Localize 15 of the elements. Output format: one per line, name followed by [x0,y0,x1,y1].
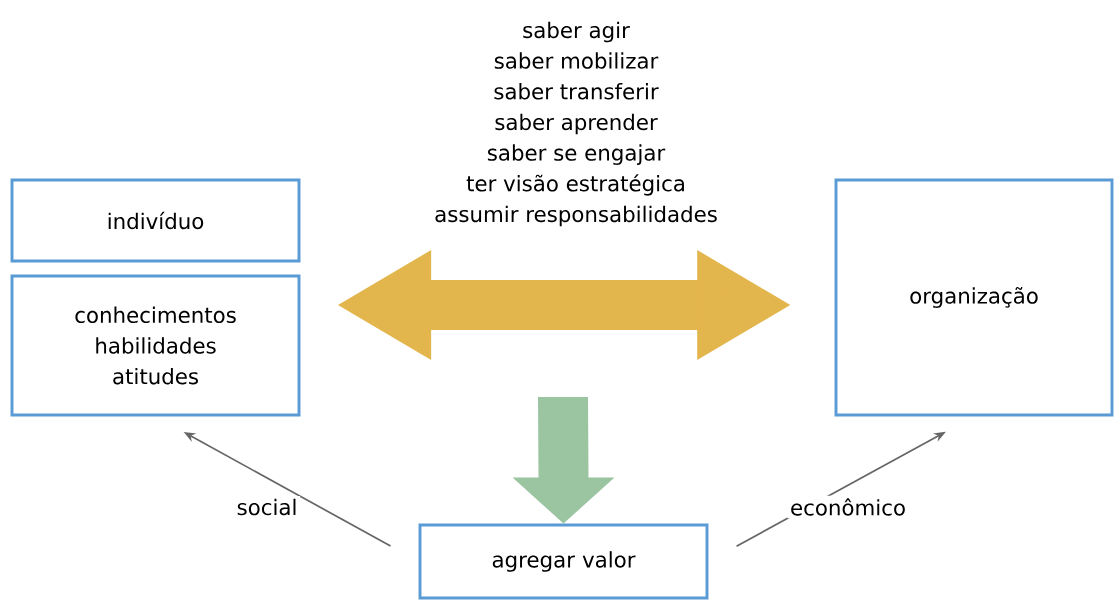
text-box: organização [834,178,1114,417]
edge-label: econômico [787,495,909,519]
text-box: indivíduo [10,178,301,263]
arrow [512,397,615,524]
label: saber agir [523,21,630,43]
label: saber mobilizar [494,52,659,69]
label: saber se engajar [487,144,666,165]
label: saber transferir [494,83,659,100]
skill-list: saber agir saber mobilizar saber transferir saber aprender saber se engajar ter visão estratégica assumir responsabilidades [435,21,717,227]
text-box: conhecimentos habilidades atitudes [10,274,301,417]
text-box: agregar valor [418,523,709,600]
edge-label: social [233,496,301,518]
label: assumir responsabilidades [435,205,717,227]
label: saber aprender [495,113,658,135]
label: ter visão estratégica [466,174,684,196]
